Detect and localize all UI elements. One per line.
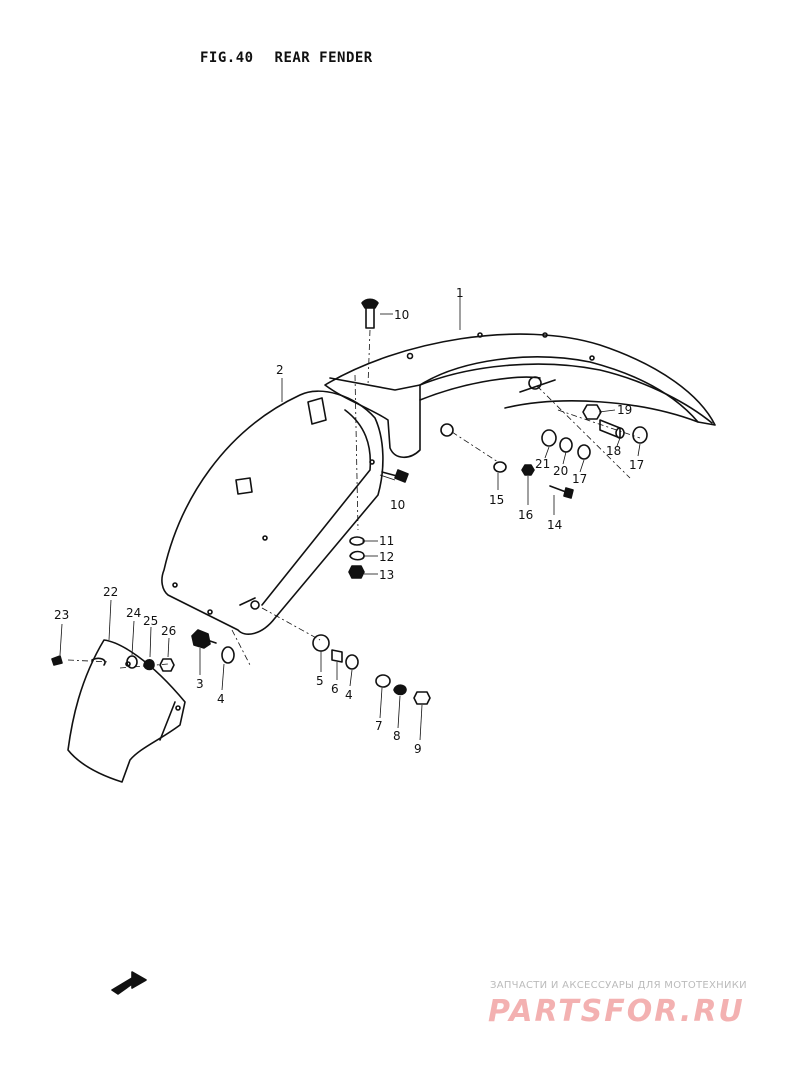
bushing-18 — [599, 419, 625, 439]
main-fender — [324, 332, 716, 459]
label-part-19: 19 — [617, 403, 632, 417]
label-part-6: 6 — [331, 682, 339, 696]
nut-16 — [521, 464, 535, 476]
label-part-15: 15 — [489, 493, 504, 507]
washer-7 — [375, 674, 391, 688]
label-part-21: 21 — [535, 457, 550, 471]
watermark-brand: PARTSFOR.RU — [488, 994, 745, 1029]
bolt-3 — [191, 629, 217, 649]
label-part-26: 26 — [161, 624, 176, 638]
label-part-4a: 4 — [217, 692, 225, 706]
bolt-10-side — [381, 469, 409, 483]
label-part-12: 12 — [379, 550, 394, 564]
spring-washer-25 — [143, 658, 155, 671]
label-part-20: 20 — [553, 464, 568, 478]
label-part-22: 22 — [103, 585, 118, 599]
inner-fender — [161, 390, 384, 635]
bolt-14 — [549, 485, 574, 499]
label-part-11: 11 — [379, 534, 394, 548]
figure-number: FIG.40 — [200, 50, 254, 66]
nut-13 — [348, 565, 365, 579]
screw-23 — [51, 655, 63, 666]
washer-24 — [126, 655, 138, 669]
washer-15 — [493, 461, 507, 473]
label-part-5: 5 — [316, 674, 324, 688]
washer-17b — [632, 426, 648, 444]
label-part-4b: 4 — [345, 688, 353, 702]
label-part-10-side: 10 — [390, 498, 405, 512]
label-part-3: 3 — [196, 677, 204, 691]
label-part-24: 24 — [126, 606, 141, 620]
label-part-17b: 17 — [629, 458, 644, 472]
label-part-9: 9 — [414, 742, 422, 756]
figure-title: FIG.40 REAR FENDER — [200, 50, 385, 66]
figure-name: REAR FENDER — [274, 50, 373, 66]
label-part-13: 13 — [379, 568, 394, 582]
label-part-23: 23 — [54, 608, 69, 622]
label-part-18: 18 — [606, 444, 621, 458]
spring-washer-12 — [349, 550, 365, 561]
label-part-1: 1 — [456, 286, 464, 300]
bolt-10-top — [361, 298, 379, 329]
label-part-17a: 17 — [572, 472, 587, 486]
front-direction-arrow — [111, 971, 147, 995]
nut-26 — [159, 658, 175, 672]
washer-4a — [221, 646, 235, 664]
nut-9 — [413, 691, 431, 705]
nut-19 — [582, 404, 602, 420]
label-part-25: 25 — [143, 614, 158, 628]
spring-washer-8 — [393, 684, 407, 696]
collar-6 — [331, 649, 343, 663]
label-part-8: 8 — [393, 729, 401, 743]
washer-20 — [559, 437, 573, 453]
label-part-2: 2 — [276, 363, 284, 377]
washer-11 — [349, 536, 365, 546]
washer-4b — [345, 654, 359, 670]
label-part-16: 16 — [518, 508, 533, 522]
label-part-7: 7 — [375, 719, 383, 733]
washer-17a — [577, 444, 591, 460]
nut-21 — [541, 429, 557, 447]
label-part-10-top: 10 — [394, 308, 409, 322]
label-part-14: 14 — [547, 518, 562, 532]
watermark-tagline: ЗАПЧАСТИ И АКСЕССУАРЫ ДЛЯ МОТОТЕХНИКИ — [490, 980, 747, 991]
